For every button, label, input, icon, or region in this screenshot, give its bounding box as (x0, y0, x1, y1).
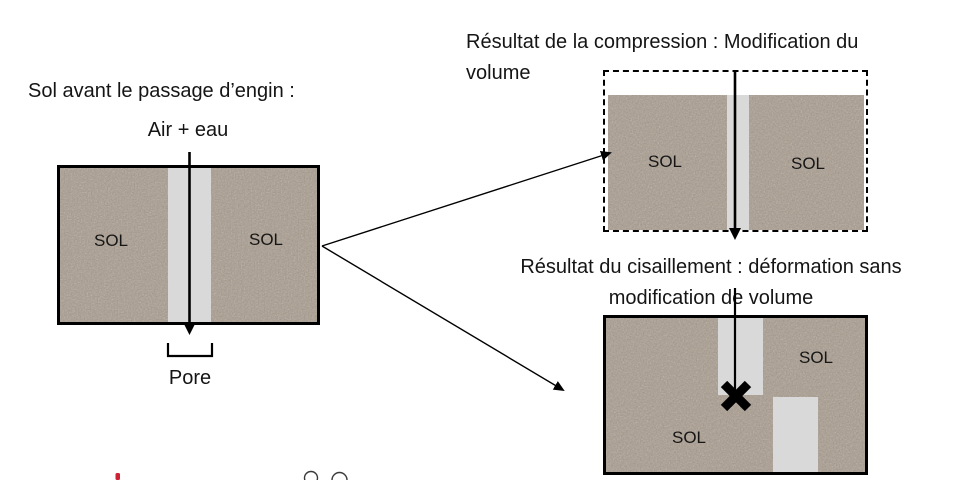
soil-before-box: SOL SOL (57, 165, 320, 325)
clipped-glyph-fragment (331, 471, 348, 480)
pore-bracket (166, 343, 214, 358)
sol-label: SOL (790, 154, 826, 173)
clipped-red-fragment (115, 473, 120, 480)
left-panel-title: Sol avant le passage d’engin : (28, 80, 295, 102)
compressed-pore-stripe (727, 95, 749, 230)
sol-label: SOL (671, 428, 707, 447)
sheared-pore-stripe-lower (773, 397, 818, 472)
sol-label: SOL (647, 152, 683, 171)
sol-label: SOL (93, 231, 129, 250)
compression-box: SOL SOL (603, 70, 868, 232)
arrow-to-compression (321, 151, 612, 247)
shear-title-line2: modification de volume (608, 287, 814, 309)
compression-title-line2: volume (466, 62, 531, 84)
sol-label: SOL (248, 230, 284, 249)
air-eau-label: Air + eau (147, 119, 229, 141)
shear-box: SOL SOL (603, 315, 868, 475)
clipped-glyph-fragment (303, 470, 319, 480)
pore-label: Pore (168, 367, 212, 389)
shear-title: Résultat du cisaillement : déformation s… (461, 252, 956, 314)
sheared-pore-stripe-upper (718, 318, 763, 395)
shear-title-line1: Résultat du cisaillement : déformation s… (520, 256, 902, 278)
pore-stripe (168, 168, 211, 322)
compression-title: Résultat de la compression : Modificatio… (466, 27, 956, 89)
compression-title-line1: Résultat de la compression : Modificatio… (466, 31, 859, 53)
sol-label: SOL (798, 348, 834, 367)
